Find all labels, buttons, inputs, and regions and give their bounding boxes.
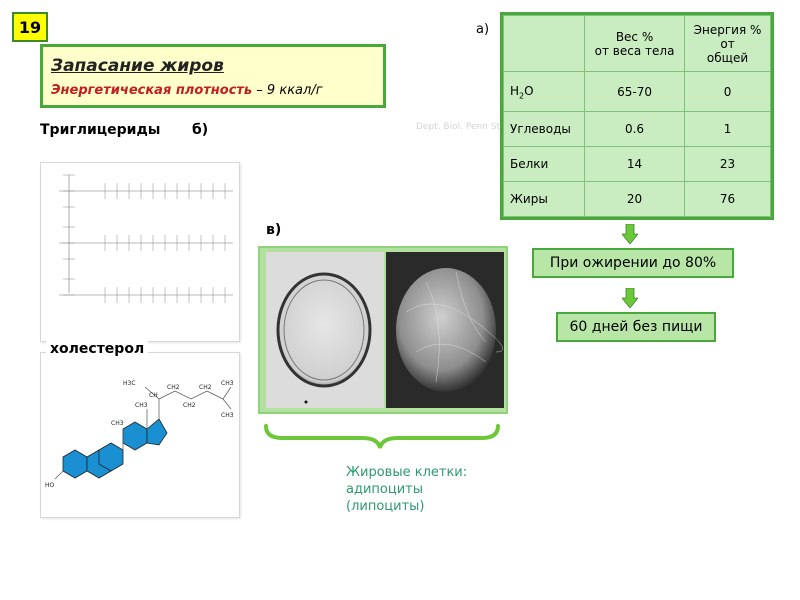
cholesterol-atom-h3c: H3C [123,380,136,387]
table-row: Белки 14 23 [503,146,771,183]
title-box: Запасание жиров Энергетическая плотность… [40,44,386,108]
fat-cell-sem-micrograph [386,252,504,408]
cholesterol-atom-ch3-b: CH3 [135,402,148,409]
curly-brace [264,424,500,449]
table-row-name: Белки [503,146,585,183]
table-header-empty [503,15,585,72]
cholesterol-diagram: HO CH3 CH3 H3C CH CH2 CH2 CH2 CH3 CH3 [45,380,234,489]
slide-title: Запасание жиров [51,56,224,76]
table-header-weight: Вес % от веса тела [583,15,686,72]
fat-cell-light-micrograph [266,252,384,408]
table-header-row: Вес % от веса тела Энергия % от общей [503,15,771,72]
cholesterol-atom-ch3-d: CH3 [221,412,234,419]
subtitle-rest: – 9 ккал/г [252,83,323,98]
cholesterol-structure: HO CH3 CH3 H3C CH CH2 CH2 CH2 CH3 CH3 [40,352,240,518]
composition-table-grid: Вес % от веса тела Энергия % от общей H2… [503,15,771,217]
table-cell-weight: 0.6 [583,111,686,148]
table-cell-weight: 65-70 [583,70,686,113]
table-row-name: Жиры [503,181,585,217]
cholesterol-atom-ch3-c: CH3 [221,380,234,387]
table-header-energy: Энергия % от общей [684,15,771,72]
subtitle-highlight: Энергетическая плотность [51,83,253,98]
table-row-name: Углеводы [503,111,585,148]
label-v: в) [266,222,282,238]
cholesterol-label: холестерол [46,341,149,357]
slide-subtitle: Энергетическая плотность – 9 ккал/г [51,83,323,98]
table-cell-energy: 76 [684,181,771,217]
cholesterol-atom-ho: HO [45,482,55,489]
fat-cells-caption: Жировые клетки: адипоциты (липоциты) [346,464,467,515]
table-cell-weight: 20 [583,181,686,217]
table-cell-energy: 0 [684,70,771,113]
table-cell-energy: 23 [684,146,771,183]
table-cell-weight: 14 [583,146,686,183]
fat-cells-caption-line-2: адипоциты [346,482,423,497]
table-row: Жиры 20 76 [503,181,771,217]
down-arrow-icon [622,224,638,244]
obesity-callout: При ожирении до 80% [532,248,734,278]
watermark: Dept. Biol. Penn State ©2005 [416,122,550,132]
label-a: а) [476,22,490,37]
table-row: Углеводы 0.6 1 [503,111,771,148]
label-b: б) [192,122,209,138]
fat-cell-sem-image [396,268,503,392]
fat-cells-caption-line-1: Жировые клетки: [346,465,468,480]
table-row: H2O 65-70 0 [503,70,771,113]
triglycerides-label: Триглицериды [40,122,161,138]
table-cell-energy: 1 [684,111,771,148]
triglyceride-diagram [59,174,233,303]
composition-table: Вес % от веса тела Энергия % от общей H2… [500,12,774,220]
down-arrow-icon [622,288,638,308]
days-callout: 60 дней без пищи [556,312,716,342]
cholesterol-atom-ch2b: CH2 [183,402,196,409]
cholesterol-atom-ch2c: CH2 [199,384,212,391]
cholesterol-atom-ch: CH [149,392,158,399]
fat-cells-caption-line-3: (липоциты) [346,499,425,514]
slide-number-badge: 19 [12,12,48,42]
cholesterol-atom-ch3-a: CH3 [111,420,124,427]
table-row-name: H2O [503,70,585,113]
fat-cells-photo [258,246,508,414]
cholesterol-atom-ch2: CH2 [167,384,180,391]
triglyceride-structure [40,162,240,342]
fat-cell-light-image [276,272,372,404]
